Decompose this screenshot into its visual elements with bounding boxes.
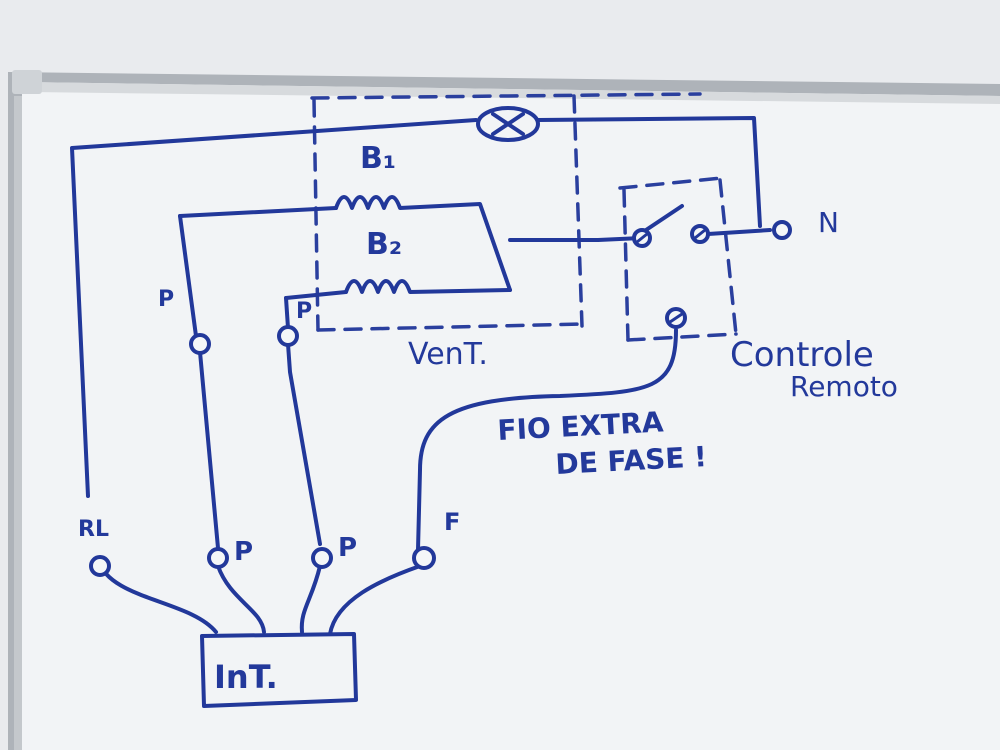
neutral-terminal: [772, 220, 792, 240]
terminal-p-bottom-2: [311, 547, 333, 569]
label-p-mid: P: [296, 299, 312, 324]
label-remote-line1: Controle: [730, 335, 874, 375]
label-b2: B₂: [366, 227, 402, 262]
lamp-circuit: [70, 106, 762, 498]
whiteboard: [8, 70, 1000, 750]
terminal-p-left: [189, 333, 211, 355]
label-b1: B₁: [360, 141, 396, 176]
lamp-cross: [491, 112, 525, 136]
dashed-boundaries: [310, 92, 738, 342]
fan-motor: [178, 195, 600, 338]
terminals: [89, 325, 436, 577]
coil-b1: [334, 195, 512, 292]
label-fan: VenT.: [408, 337, 488, 372]
switch-box: [200, 632, 358, 708]
lamp-symbol: [476, 106, 540, 142]
label-f: F: [444, 508, 460, 536]
remote-switch: [596, 204, 792, 329]
label-p-bottom-2: P: [338, 533, 357, 563]
label-neutral: N: [818, 206, 839, 239]
labels: B₁ B₂ VenT. N Controle Remoto FIO EXTRA …: [78, 141, 898, 696]
label-switch-box: InT.: [214, 658, 278, 696]
label-remote-line2: Remoto: [790, 370, 898, 403]
feed-wires: [96, 328, 678, 636]
terminal-p-bottom-1: [207, 547, 229, 569]
switch-lever: [638, 204, 684, 236]
label-rl: RL: [78, 517, 109, 542]
coil-b2: [344, 279, 512, 294]
label-p-left: P: [158, 287, 174, 312]
terminal-p-mid: [277, 325, 299, 347]
terminal-f: [412, 546, 436, 570]
note-line2: DE FASE !: [555, 440, 708, 481]
label-p-bottom-1: P: [234, 537, 253, 567]
terminal-rl: [89, 555, 111, 577]
